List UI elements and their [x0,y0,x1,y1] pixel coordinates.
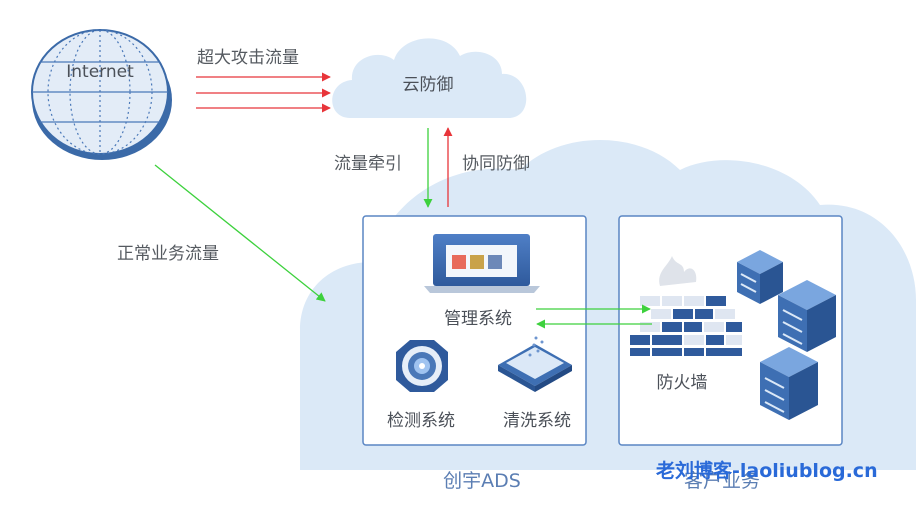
cleaning-system-icon [498,336,572,392]
cooperative-defense-label: 协同防御 [462,154,530,174]
internet-globe-icon [31,29,172,160]
customer-business-label: 客户业务 [684,470,760,492]
server-icon [778,280,836,352]
traffic-diversion-label: 流量牵引 [334,154,402,174]
normal-traffic-arrow [154,164,326,302]
cleaning-system-label: 清洗系统 [503,411,571,431]
internet-label: Internet [66,62,134,82]
management-system-label: 管理系统 [444,309,512,329]
cloud-defense-label: 云防御 [403,75,454,95]
server-icon [737,250,783,304]
watermark-text: 老刘博客-laoliublog.cn [656,459,878,482]
attack-traffic-label: 超大攻击流量 [197,48,299,68]
laptop-icon [424,234,540,293]
attack-traffic-arrows [196,72,331,113]
firewall-label: 防火墙 [657,373,708,393]
detection-system-label: 检测系统 [387,411,455,431]
ads-label: 创宇ADS [443,470,521,492]
normal-traffic-label: 正常业务流量 [117,244,219,264]
cloud-defense-icon [332,38,527,118]
firewall-icon [630,256,742,356]
server-icon [760,347,818,420]
detection-system-icon [396,340,448,392]
